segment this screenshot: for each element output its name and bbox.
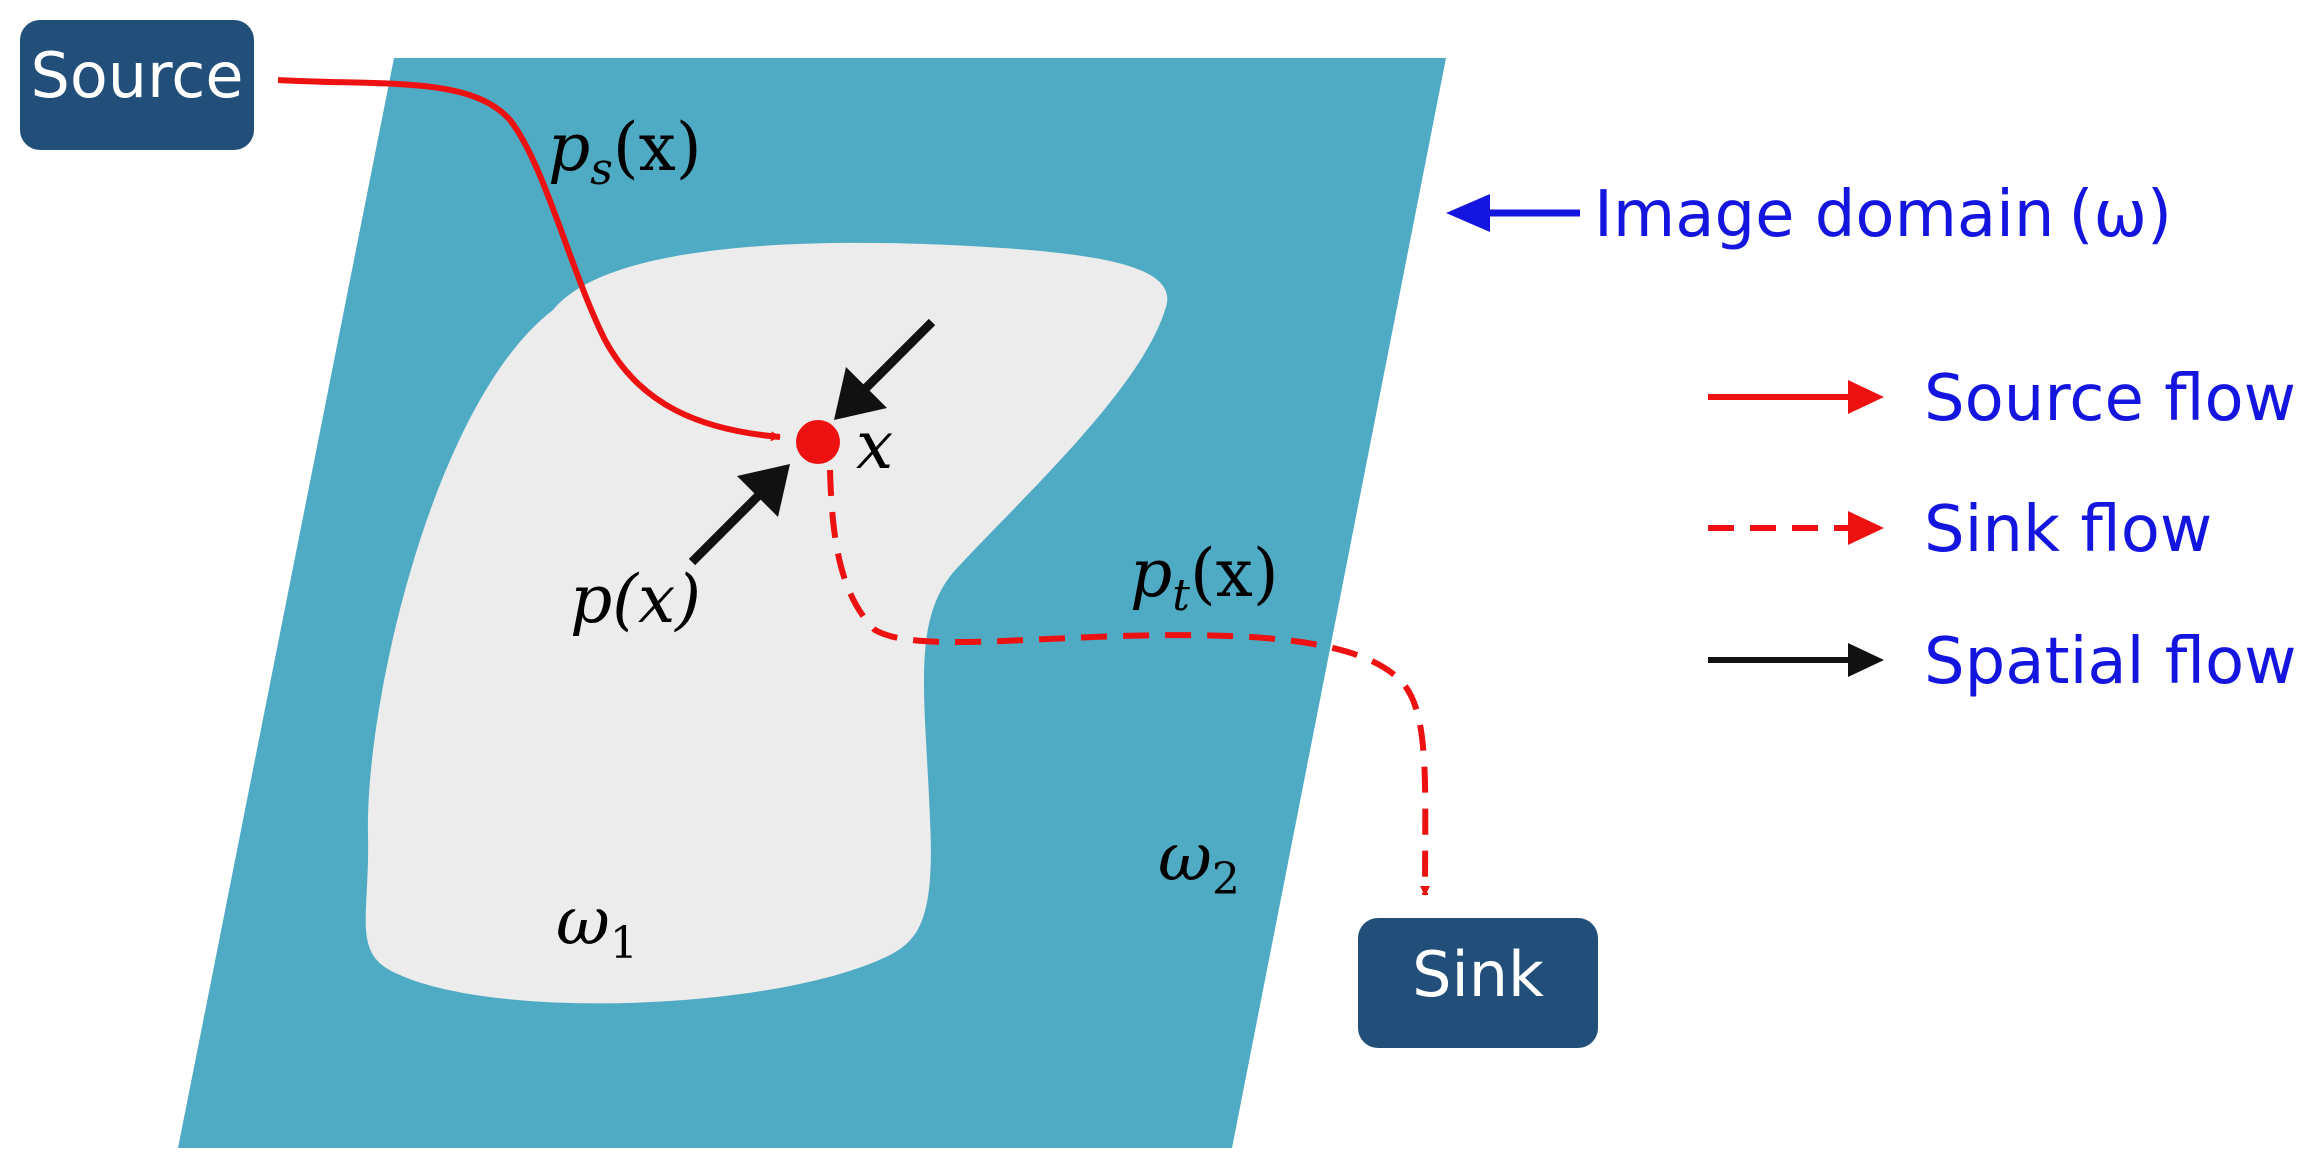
sink-label: Sink — [1412, 938, 1544, 1011]
point-x-dot — [796, 420, 840, 464]
image-domain-pointer — [1446, 194, 1580, 232]
inner-region-label: ω1 — [556, 883, 638, 969]
source-node: Source — [20, 20, 254, 150]
point-x-label: x — [856, 407, 893, 484]
legend-item-spatial-flow: Spatial flow — [1708, 625, 2297, 699]
legend-label-source-flow: Source flow — [1924, 362, 2296, 436]
legend-label-spatial-flow: Spatial flow — [1924, 625, 2297, 699]
spatial-flow-arrow-upper — [834, 318, 936, 420]
spatial-flow-arrow-lower — [688, 464, 790, 566]
legend: Source flow Sink flow Spatial flow — [1708, 362, 2297, 699]
sink-flow-path — [827, 469, 1431, 896]
spatial-capacity-label: p(x) — [570, 561, 701, 638]
legend-label-sink-flow: Sink flow — [1924, 493, 2212, 567]
outer-region-label: ω2 — [1158, 819, 1240, 905]
sink-capacity-label: pt(x) — [1130, 535, 1279, 621]
legend-item-sink-flow: Sink flow — [1708, 493, 2212, 567]
legend-item-source-flow: Source flow — [1708, 362, 2296, 436]
inner-region — [365, 242, 1168, 1004]
sink-node: Sink — [1358, 918, 1598, 1048]
source-capacity-label: ps(x) — [548, 109, 702, 195]
source-flow-path — [277, 77, 781, 442]
image-domain-label: Image domain(ω) — [1594, 178, 2172, 252]
source-label: Source — [31, 39, 244, 112]
